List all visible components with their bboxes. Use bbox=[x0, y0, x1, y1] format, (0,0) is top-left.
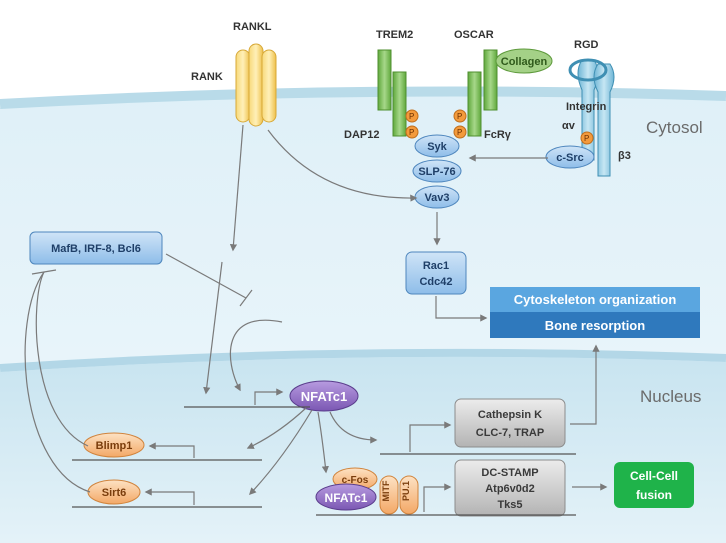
cathepsin-box bbox=[454, 398, 566, 448]
nfatc1-node bbox=[289, 380, 359, 412]
integrin-label: Integrin bbox=[566, 101, 607, 113]
nfatc1-complex-label: NFATc1 bbox=[325, 491, 368, 505]
syk-label: Syk bbox=[427, 141, 447, 153]
phospho-fcr-top bbox=[453, 109, 467, 123]
svg-text:P: P bbox=[409, 112, 414, 121]
dna-lines bbox=[72, 406, 576, 516]
rac1-label: Rac1 bbox=[423, 260, 449, 272]
beta3-label: β3 bbox=[618, 150, 631, 162]
cdc42-label: Cdc42 bbox=[419, 276, 452, 288]
integrin-receptor bbox=[568, 58, 615, 177]
phospho-fcr-bottom bbox=[453, 125, 467, 139]
trem2-dap12-receptor bbox=[377, 49, 407, 137]
rgd-label: RGD bbox=[574, 39, 599, 51]
nfatc1-complex-node bbox=[315, 483, 377, 511]
atp6v0d2-label: Atp6v0d2 bbox=[485, 483, 535, 495]
phospho-dap12-lower: P bbox=[409, 128, 414, 137]
alpha-v-label: αv bbox=[562, 120, 576, 132]
pu1-node bbox=[399, 475, 419, 515]
tks5-label: Tks5 bbox=[497, 499, 522, 511]
nucleus-label: Nucleus bbox=[640, 387, 701, 406]
trem2-label: TREM2 bbox=[376, 29, 413, 41]
phospho-integrin bbox=[580, 131, 594, 145]
cytoskeleton-box bbox=[490, 287, 700, 312]
bone-resorption-box bbox=[490, 312, 700, 338]
cell-fusion-label-1: Cell-Cell bbox=[630, 469, 678, 483]
mitf-node bbox=[379, 475, 399, 515]
pu1-label: PU.1 bbox=[401, 481, 411, 501]
csrc-label: c-Src bbox=[556, 152, 584, 164]
phospho-fcr-top-label: P bbox=[457, 112, 462, 121]
vav3-label: Vav3 bbox=[424, 192, 449, 204]
sirt6-node bbox=[87, 479, 141, 505]
fcr-label: FcRγ bbox=[484, 129, 512, 141]
cell-fusion-box bbox=[614, 462, 694, 508]
nfatc1-label: NFATc1 bbox=[301, 389, 347, 404]
rankl-label: RANKL bbox=[233, 21, 272, 33]
phospho-integrin-label: P bbox=[584, 134, 589, 143]
pathway-arrows bbox=[144, 124, 608, 512]
blimp1-label: Blimp1 bbox=[96, 440, 133, 452]
csrc-node bbox=[545, 145, 595, 169]
sirt6-label: Sirt6 bbox=[102, 487, 126, 499]
cytosol-label: Cytosol bbox=[646, 118, 703, 137]
mitf-label: MITF bbox=[381, 480, 391, 501]
collagen-label: Collagen bbox=[501, 56, 548, 68]
rac1-cdc42-node bbox=[405, 251, 467, 295]
phospho-fcr-bottom-label: P bbox=[457, 128, 462, 137]
repressors-label: MafB, IRF-8, Bcl6 bbox=[51, 243, 141, 255]
oscar-label: OSCAR bbox=[454, 29, 494, 41]
slp76-node bbox=[412, 159, 462, 183]
phospho-dap12: P bbox=[405, 109, 419, 139]
syk-node bbox=[414, 134, 460, 158]
cathepsin-k-label: Cathepsin K bbox=[478, 409, 542, 421]
cell-fusion-label-2: fusion bbox=[636, 488, 672, 502]
clc7-trap-label: CLC-7, TRAP bbox=[476, 427, 544, 439]
blimp1-node bbox=[83, 432, 145, 458]
inhibition-lines bbox=[24, 253, 253, 493]
cytoskeleton-label: Cytoskeleton organization bbox=[514, 292, 677, 307]
oscar-fcr-receptor bbox=[467, 49, 498, 137]
bone-resorption-label: Bone resorption bbox=[545, 318, 645, 333]
plasma-membrane bbox=[0, 86, 726, 109]
rank-label: RANK bbox=[191, 71, 223, 83]
rank-receptor bbox=[235, 43, 277, 127]
slp76-label: SLP-76 bbox=[418, 166, 455, 178]
dc-stamp-box bbox=[454, 459, 566, 517]
repressors-node bbox=[29, 231, 163, 265]
collagen-node bbox=[495, 48, 553, 74]
nuclear-membrane bbox=[0, 348, 726, 372]
cfos-label: c-Fos bbox=[342, 475, 369, 486]
dap12-label: DAP12 bbox=[344, 129, 379, 141]
dc-stamp-label: DC-STAMP bbox=[481, 467, 538, 479]
